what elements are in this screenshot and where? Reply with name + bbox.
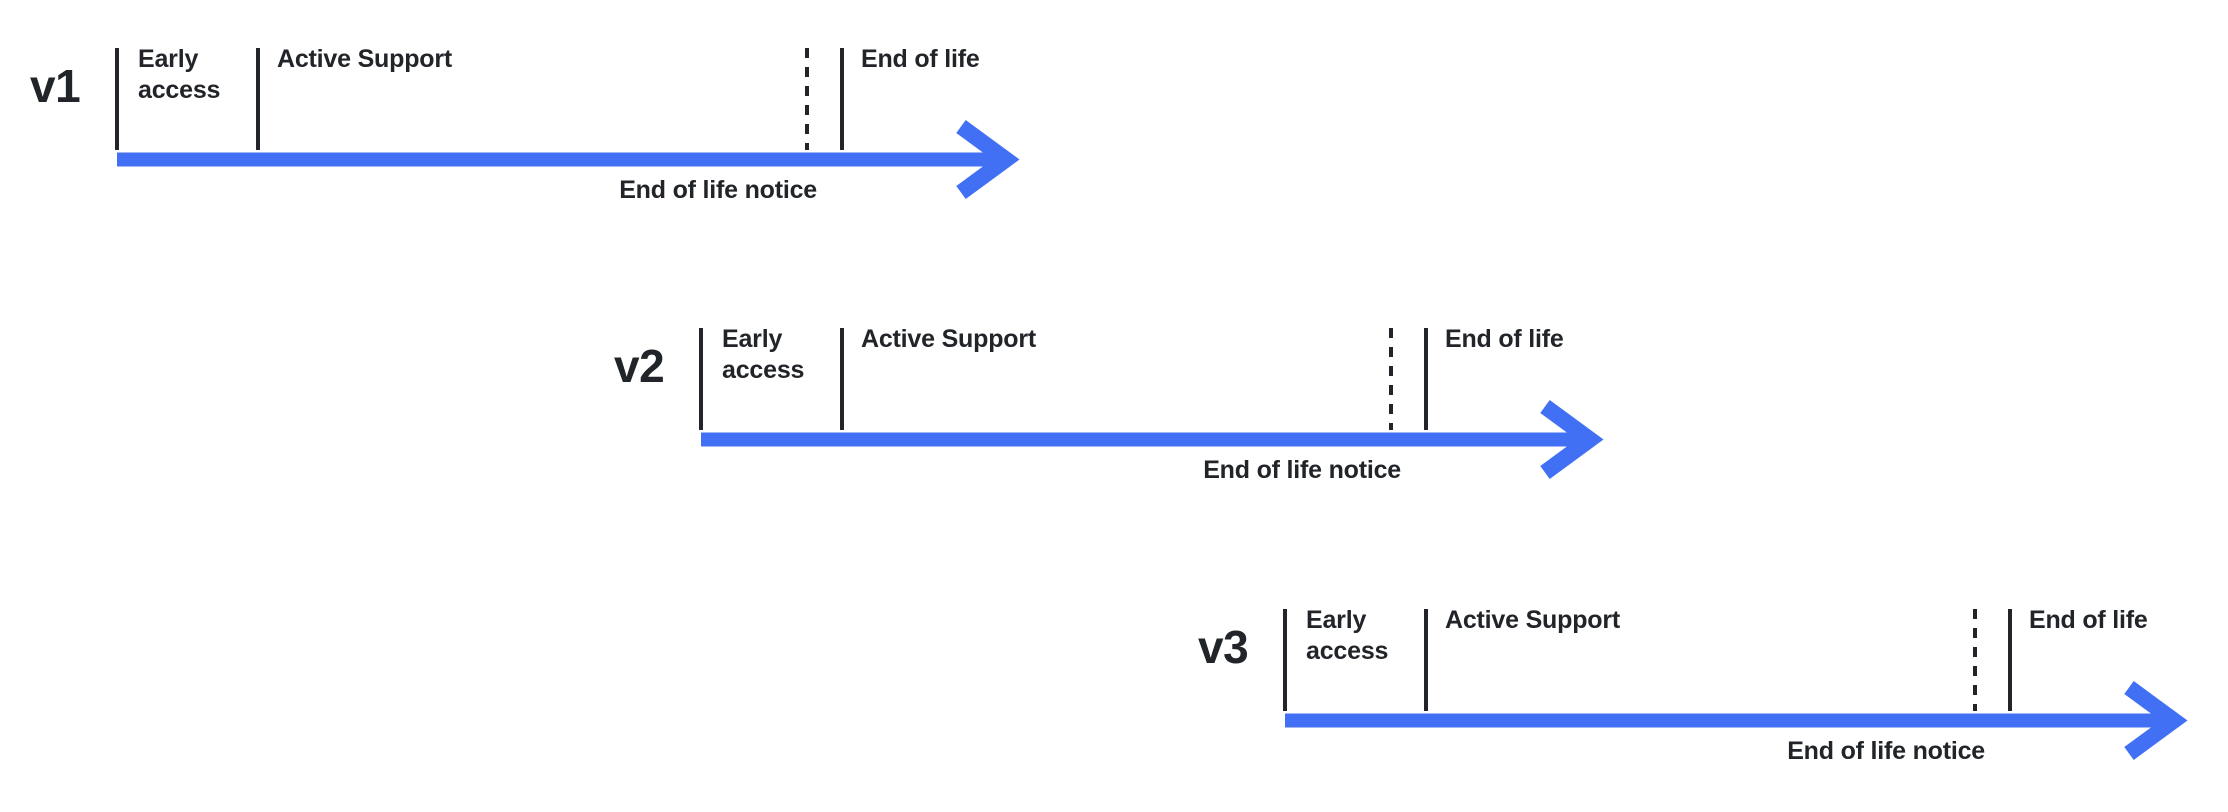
active-support-start-tick	[256, 48, 260, 150]
early-access-label: Early access	[138, 45, 221, 104]
eol-notice-dashed-line	[1389, 328, 1393, 430]
active-support-start-tick	[1424, 609, 1428, 711]
active-support-label: Active Support	[1445, 606, 1620, 634]
eol-notice-dashed-line	[805, 48, 809, 150]
end-of-life-label: End of life	[1445, 325, 1564, 353]
active-support-label: Active Support	[861, 325, 1036, 353]
end-of-life-tick	[840, 48, 844, 150]
end-of-life-notice-label: End of life notice	[1787, 737, 1985, 765]
early-access-start-tick	[115, 48, 119, 150]
timeline-row-v3: v3 Early access Active Support End of li…	[1168, 561, 2228, 791]
end-of-life-notice-label: End of life notice	[619, 176, 817, 204]
arrow-head	[1540, 400, 1604, 479]
end-of-life-label: End of life	[2029, 606, 2148, 634]
version-label: v1	[30, 60, 81, 112]
active-support-start-tick	[840, 328, 844, 430]
version-label: v2	[614, 340, 665, 392]
arrow-head	[2124, 681, 2188, 760]
end-of-life-tick	[1424, 328, 1428, 430]
active-support-label: Active Support	[277, 45, 452, 73]
early-access-start-tick	[1283, 609, 1287, 711]
early-access-label: Early access	[1306, 606, 1389, 665]
end-of-life-label: End of life	[861, 45, 980, 73]
timeline-row-v1: v1 Early access Active Support End of li…	[0, 0, 1070, 230]
arrow-head	[956, 120, 1020, 199]
timeline-row-v2: v2 Early access Active Support End of li…	[584, 280, 1654, 510]
early-access-start-tick	[699, 328, 703, 430]
end-of-life-notice-label: End of life notice	[1203, 456, 1401, 484]
timeline-arrow-icon	[701, 400, 1604, 479]
early-access-label: Early access	[722, 325, 805, 384]
eol-notice-dashed-line	[1973, 609, 1977, 711]
timeline-arrow-icon	[117, 120, 1020, 199]
end-of-life-tick	[2008, 609, 2012, 711]
version-label: v3	[1198, 621, 1249, 673]
timeline-arrow-icon	[1285, 681, 2188, 760]
